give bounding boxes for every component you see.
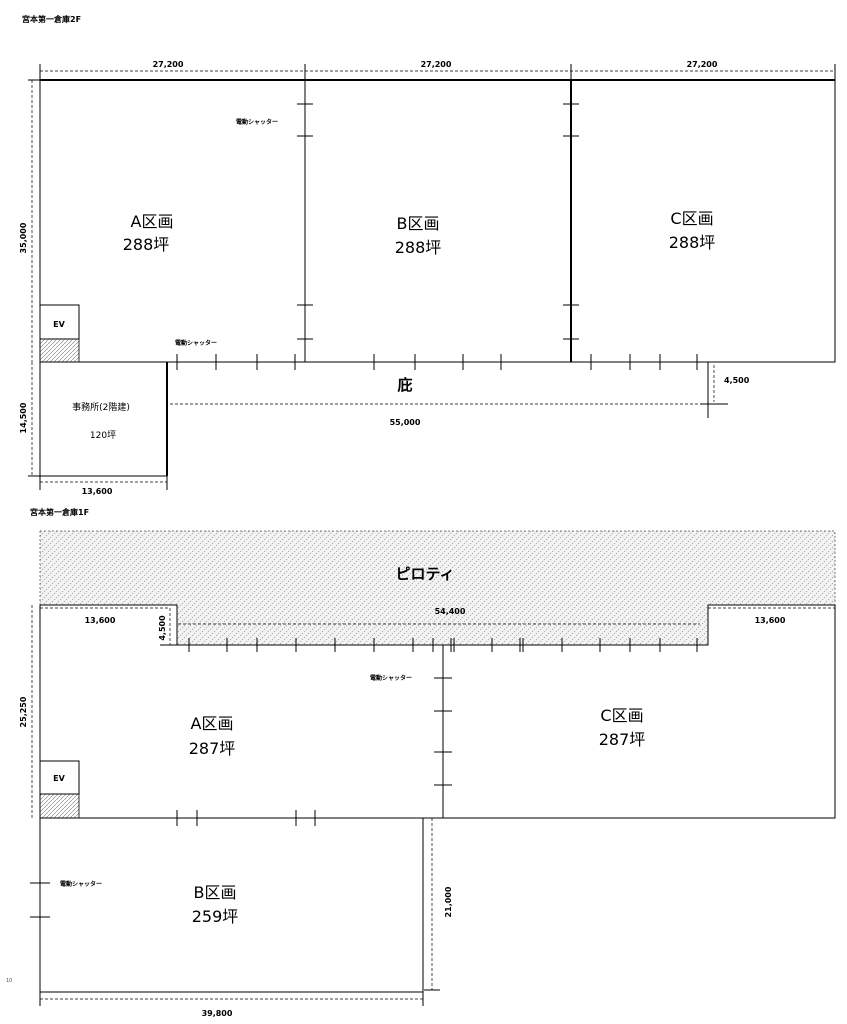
floor2-top-dimension [39,64,836,80]
page-number: 10 [6,978,12,984]
floor1-dim-b-height: 21,000 [444,886,453,917]
floor2-zone-b-name: B区画 [397,214,440,233]
floor2-height-dimension [28,79,40,362]
floor2-shutters-ab [297,103,313,340]
floor1-piloti-label: ピロティ [395,565,454,583]
floor2-zone-c-name: C区画 [670,209,713,228]
floor2-dim-office-height: 14,500 [19,402,28,433]
floor2-eave-label: 庇 [397,376,412,394]
floor1-zone-b-name: B区画 [194,883,237,902]
floor2-stairs [39,338,80,363]
floor2-dim-office-width: 13,600 [82,487,113,496]
floor2-zone-a-name: A区画 [131,212,174,231]
floor1-dim-center-width: 54,400 [435,607,466,616]
floor2-office-dimensions [28,362,168,490]
floor1-outline [40,604,836,819]
floor2-zone-a-area: 288坪 [123,235,170,254]
floor1-shutters-top [188,638,698,652]
floor1-dim-right-gap: 13,600 [755,616,786,625]
floor2-dim-eave-depth: 4,500 [724,376,750,385]
floor1-zone-b-area: 259坪 [192,907,239,926]
floor1-top-dimensions [40,607,835,646]
floor1-zone-a-area: 287坪 [189,739,236,758]
floor1-zone-b-box [39,817,424,993]
floor2-eave-dimensions [170,362,728,418]
floor2-shutters-bottom [176,354,698,370]
floor1-dim-height: 25,250 [19,696,28,727]
floor1-zone-b-dimensions [39,818,440,1006]
floor1-ev-label: EV [53,774,65,783]
floor2-dim-top-c: 27,200 [687,60,718,69]
floor2-shutters-bc [563,103,579,340]
floor2-heading: 宮本第一倉庫2F [22,14,81,24]
floor2-ev-label: EV [53,320,65,329]
floor1-dim-left-gap: 13,600 [85,616,116,625]
floor1-shutters-b [30,882,50,918]
floor2-dim-eave-length: 55,000 [390,418,421,427]
floor2-zone-b-area: 288坪 [395,238,442,257]
floor1-heading: 宮本第一倉庫1F [30,507,89,517]
floor1-shutter-label-1: 電動シャッター [370,674,412,682]
floor1-dim-step-depth: 4,500 [158,615,167,641]
floor1-dim-b-width: 39,800 [202,1009,233,1018]
floor2-office-area: 120坪 [90,430,116,441]
floor2-office [39,361,168,477]
floor1-shutter-label-2: 電動シャッター [60,880,102,888]
floor1-stairs [39,793,80,819]
floor2-dim-top-b: 27,200 [421,60,452,69]
floor1-zone-a-name: A区画 [191,714,234,733]
floor1-zone-c-area: 287坪 [599,730,646,749]
floor2-zone-c-area: 288坪 [669,233,716,252]
floor1-zone-c-name: C区画 [600,706,643,725]
floor2-shutter-label-1: 電動シャッター [236,118,278,126]
floor2-shutter-label-2: 電動シャッター [175,339,217,347]
floor2-dim-height: 35,000 [19,222,28,253]
floor2-office-name: 事務所(2階建) [72,401,130,413]
floor1-shutters-ac [434,677,452,786]
floor2-dim-top-a: 27,200 [153,60,184,69]
